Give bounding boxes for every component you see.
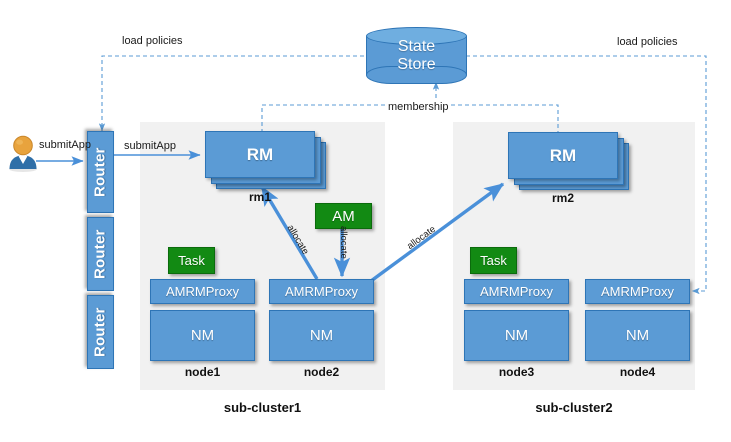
router-1[interactable]: Router [87, 131, 114, 213]
edge-label-allocate-proxy-rm2: allocate [405, 223, 438, 252]
edge-label-allocate-am-proxy: allocate [338, 226, 349, 259]
node4-amrmproxy-label: AMRMProxy [601, 283, 674, 299]
node3-amrmproxy-label: AMRMProxy [480, 283, 553, 299]
edge-label-membership: membership [386, 101, 451, 113]
node3-task-box[interactable]: Task [470, 247, 517, 274]
node1-amrmproxy-label: AMRMProxy [166, 283, 239, 299]
node1-caption: node1 [184, 365, 221, 379]
node4-caption: node4 [619, 365, 656, 379]
rm1-caption: rm1 [248, 190, 271, 204]
router-2-label: Router [91, 229, 109, 279]
edge-label-load-policies-left: load policies [122, 35, 183, 47]
node3-nm-label: NM [504, 326, 529, 344]
node3-caption: node3 [498, 365, 535, 379]
state-store-text: State Store [366, 27, 467, 84]
node1-amrmproxy-box[interactable]: AMRMProxy [150, 279, 255, 304]
rm2-caption: rm2 [551, 191, 574, 205]
state-store-top [366, 27, 467, 45]
rm1-label: RM [246, 144, 274, 164]
router-2[interactable]: Router [87, 217, 114, 291]
rm2-box[interactable]: RM [508, 132, 618, 179]
state-store-line1: State [397, 37, 436, 55]
am-label: AM [332, 207, 355, 225]
node2-caption: node2 [303, 365, 340, 379]
node4-amrmproxy-box[interactable]: AMRMProxy [585, 279, 690, 304]
router-3[interactable]: Router [87, 295, 114, 369]
node2-nm-box[interactable]: NM [269, 310, 374, 361]
node1-nm-box[interactable]: NM [150, 310, 255, 361]
edge-load-policies-left [98, 55, 392, 132]
node2-amrmproxy-box[interactable]: AMRMProxy [269, 279, 374, 304]
rm1-stack[interactable]: RM [205, 131, 330, 189]
am-box[interactable]: AM [315, 203, 372, 229]
node1-task-label: Task [178, 253, 205, 268]
state-store-cylinder: State Store [366, 27, 467, 84]
node3-amrmproxy-box[interactable]: AMRMProxy [464, 279, 569, 304]
edge-label-load-policies-right: load policies [617, 36, 678, 48]
node2-amrmproxy-label: AMRMProxy [285, 283, 358, 299]
node3-task-label: Task [480, 253, 507, 268]
edge-label-submitapp-user: submitApp [39, 139, 91, 151]
node4-nm-label: NM [625, 326, 650, 344]
rm2-stack[interactable]: RM [508, 132, 633, 190]
subcluster2-label: sub-cluster2 [535, 400, 613, 415]
state-store-line2: Store [397, 55, 436, 73]
state-store-bottom [366, 66, 467, 84]
rm1-box[interactable]: RM [205, 131, 315, 178]
router-3-label: Router [91, 307, 109, 357]
router-1-label: Router [91, 147, 109, 197]
node1-nm-label: NM [190, 326, 215, 344]
edge-label-submitapp-router: submitApp [124, 140, 176, 152]
user-avatar-icon [6, 134, 40, 172]
subcluster1-label: sub-cluster1 [223, 400, 302, 415]
node3-nm-box[interactable]: NM [464, 310, 569, 361]
node4-nm-box[interactable]: NM [585, 310, 690, 361]
node1-task-box[interactable]: Task [168, 247, 215, 274]
node2-nm-label: NM [309, 326, 334, 344]
rm2-label: RM [549, 145, 577, 165]
